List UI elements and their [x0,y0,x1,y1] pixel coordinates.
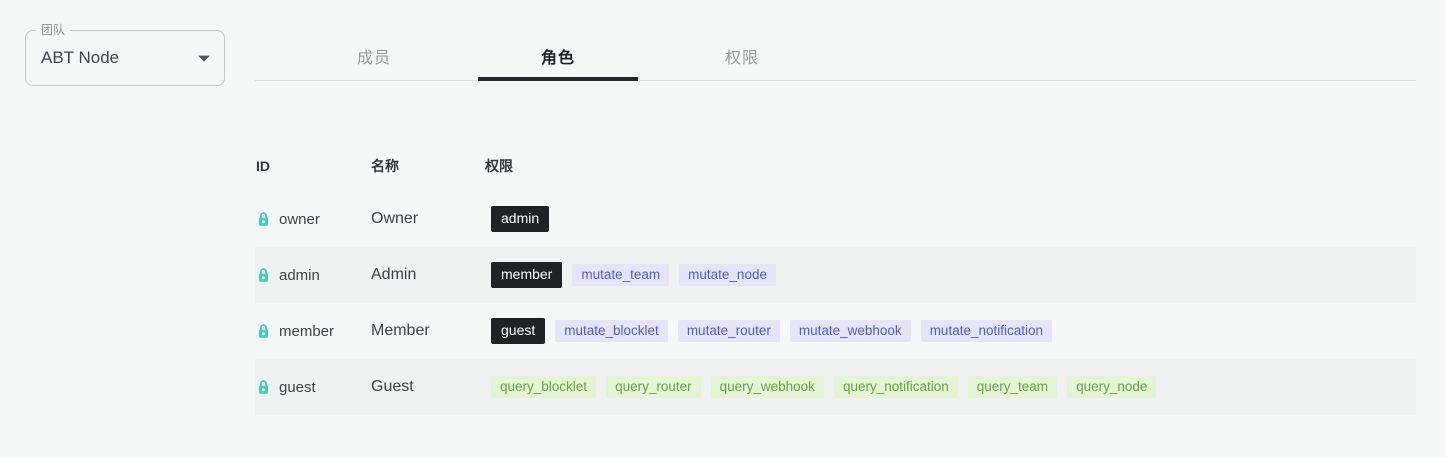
permission-badge: query_team [967,375,1058,399]
table-row: admin Admin member mutate_team mutate_node [255,247,1416,303]
permission-badge: mutate_team [572,263,670,287]
role-id: admin [279,266,320,284]
role-permissions: query_blocklet query_router query_webhook q… [485,375,1416,399]
team-select-value: ABT Node [41,48,120,67]
permission-badge: mutate_router [677,319,780,343]
role-name: Admin [371,266,417,283]
team-select-label: 团队 [36,23,71,38]
role-name: Guest [371,378,414,395]
permission-badge: query_notification [833,375,958,399]
lock-icon [257,267,270,283]
role-id: owner [279,210,320,228]
tab-成员[interactable]: 成员 [282,32,466,80]
role-id: member [279,322,335,340]
lock-icon [257,323,270,339]
permission-badge: mutate_notification [920,319,1053,343]
active-tab-indicator [478,77,638,81]
table-row: owner Owner admin [255,191,1416,247]
tab-label: 成员 [356,50,391,67]
permission-badge: mutate_webhook [789,319,911,343]
permission-badge: member [491,262,563,288]
permission-badge: admin [491,206,550,232]
permission-badge: query_router [606,375,701,399]
tab-label: 权限 [724,50,759,67]
table-header-row: ID 名称 权限 [255,140,1416,191]
tab-bar: 成员 角色 权限 [255,0,1416,81]
role-permissions: member mutate_team mutate_node [485,262,1416,288]
column-header-name: 名称 [371,157,399,174]
permission-badge: query_node [1067,375,1157,399]
lock-icon [257,211,270,227]
role-permissions: admin [485,206,1416,232]
roles-table: ID 名称 权限 owner Owner admin [255,140,1416,415]
permission-badge: query_webhook [710,375,824,399]
role-name: Owner [371,210,419,227]
tab-权限[interactable]: 权限 [650,32,834,80]
lock-icon [257,379,270,395]
role-id: guest [279,378,316,396]
team-select[interactable]: 团队 ABT Node [25,23,225,86]
dropdown-arrow-icon [198,55,210,62]
column-header-id: ID [256,157,270,174]
permission-badge: mutate_blocklet [555,319,668,343]
permission-badge: guest [491,318,546,344]
role-permissions: guest mutate_blocklet mutate_router mutate_… [485,318,1416,344]
permission-badge: query_blocklet [491,375,597,399]
tab-label: 角色 [540,50,575,67]
table-row: member Member guest mutate_blocklet mutate… [255,303,1416,359]
permission-badge: mutate_node [679,263,776,287]
tab-角色[interactable]: 角色 [466,32,650,81]
column-header-permissions: 权限 [485,157,513,174]
role-name: Member [371,322,430,339]
